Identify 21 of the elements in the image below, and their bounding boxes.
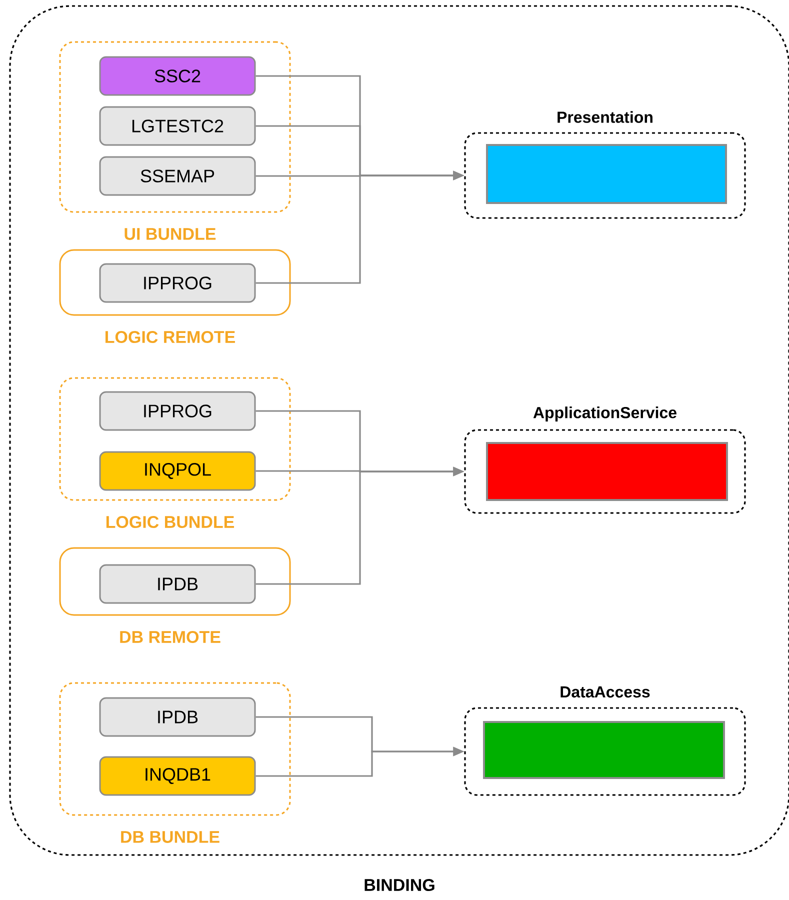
color-bar (483, 721, 725, 779)
component-box: IPPROG (99, 263, 256, 303)
component-box: LGTESTC2 (99, 106, 256, 146)
layer-title: ApplicationService (533, 406, 676, 422)
group-label: LOGIC REMOTE (106, 330, 235, 344)
container-label: BINDING (364, 878, 434, 892)
component-box: INQDB1 (99, 756, 256, 796)
component-box: IPPROG (99, 391, 256, 431)
component-box: IPDB (99, 564, 256, 604)
group-label: LOGIC BUNDLE (106, 516, 234, 528)
component-box: IPDB (99, 697, 256, 737)
component-box: SSC2 (99, 56, 256, 96)
group-label: DB REMOTE (120, 630, 220, 644)
component-box: INQPOL (99, 451, 256, 491)
group-label: UI BUNDLE (124, 228, 216, 240)
component-box: SSEMAP (99, 156, 256, 196)
layer-title: Presentation (558, 111, 652, 123)
layer-title: DataAccess (560, 686, 650, 698)
color-bar (486, 144, 727, 204)
group-label: DB BUNDLE (121, 831, 220, 843)
color-bar (486, 442, 728, 501)
